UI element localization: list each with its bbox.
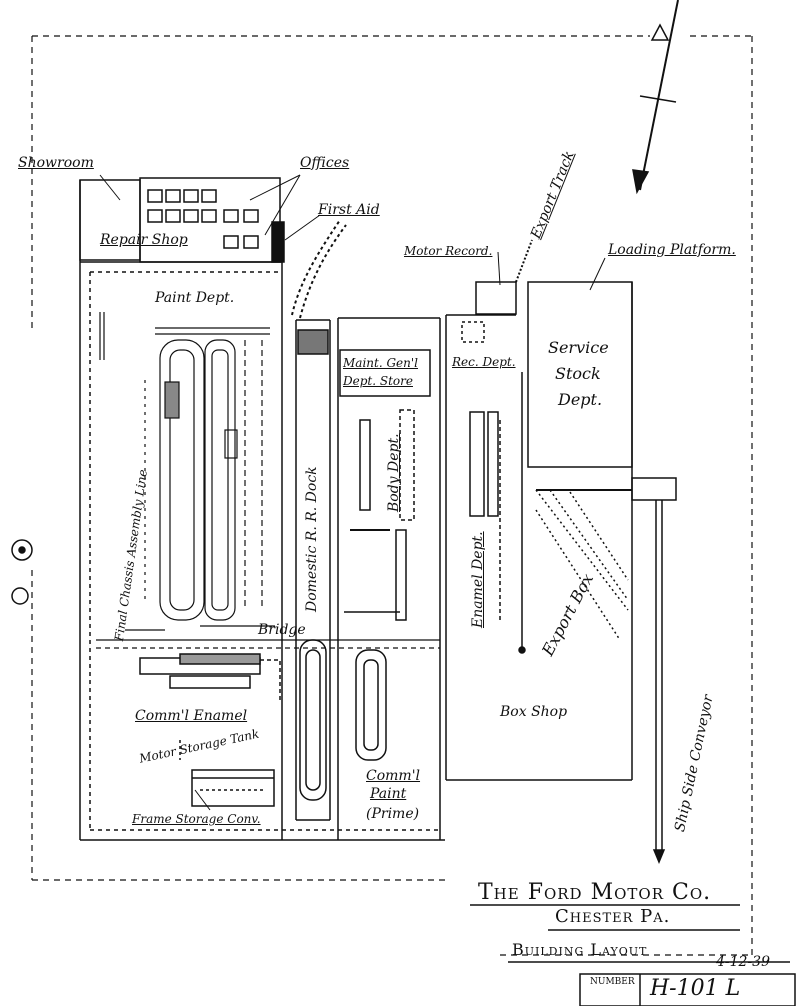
service-stock-label-1: Service bbox=[548, 338, 609, 357]
repair-shop-label: Repair Shop bbox=[100, 232, 188, 248]
maint-dept-label-1: Maint. Gen'l bbox=[343, 356, 419, 370]
service-stock-label-3: Dept. bbox=[558, 390, 603, 409]
bridge-label: Bridge bbox=[258, 622, 306, 638]
company-title: The Ford Motor Co. bbox=[478, 880, 712, 905]
service-stock-label-2: Stock bbox=[555, 364, 601, 383]
comml-paint-label-3: (Prime) bbox=[366, 806, 420, 822]
rec-dept-label: Rec. Dept. bbox=[452, 355, 516, 369]
number-label: NUMBER bbox=[590, 977, 635, 987]
right-building bbox=[445, 281, 633, 781]
motor-record-label: Motor Record. bbox=[404, 244, 493, 258]
maint-dept-label-2: Dept. Store bbox=[343, 374, 413, 388]
frame-storage bbox=[191, 769, 275, 807]
enamel-dept-label: Enamel Dept. bbox=[470, 531, 486, 628]
comml-enamel-label: Comm'l Enamel bbox=[135, 708, 248, 724]
domestic-rr-dock-label: Domestic R. R. Dock bbox=[304, 466, 320, 612]
comml-paint-label-1: Comm'l bbox=[366, 768, 421, 784]
comml-enamel-area bbox=[139, 653, 281, 760]
rr-dock-track bbox=[291, 219, 347, 840]
title-block-lines bbox=[470, 904, 796, 1006]
comml-paint-label-2: Paint bbox=[370, 786, 407, 802]
body-dept-label: Body Dept. bbox=[386, 433, 402, 512]
ship-side-conveyor bbox=[631, 477, 677, 864]
showroom-label: Showroom bbox=[18, 155, 94, 171]
location-symbols bbox=[11, 539, 33, 605]
leader-lines bbox=[99, 174, 606, 811]
box-shop-label: Box Shop bbox=[500, 704, 568, 720]
bridge bbox=[96, 639, 440, 649]
offices-label: Offices bbox=[300, 155, 350, 171]
loading-platform-label: Loading Platform. bbox=[608, 242, 736, 258]
first-aid-label: First Aid bbox=[318, 202, 380, 218]
drawing-title: Building Layout bbox=[512, 940, 648, 959]
drawing-date: 4-12-39 bbox=[716, 954, 770, 970]
location-title: Chester Pa. bbox=[555, 906, 671, 927]
main-building bbox=[79, 177, 445, 841]
paint-dept-label: Paint Dept. bbox=[155, 290, 235, 306]
paint-conveyors bbox=[99, 312, 275, 631]
export-track bbox=[515, 239, 533, 283]
north-arrow bbox=[632, 0, 679, 195]
drawing-number: H-101 L bbox=[650, 976, 741, 1001]
outer-border bbox=[31, 35, 753, 956]
middle-building bbox=[299, 317, 441, 840]
frame-storage-label: Frame Storage Conv. bbox=[132, 812, 261, 826]
